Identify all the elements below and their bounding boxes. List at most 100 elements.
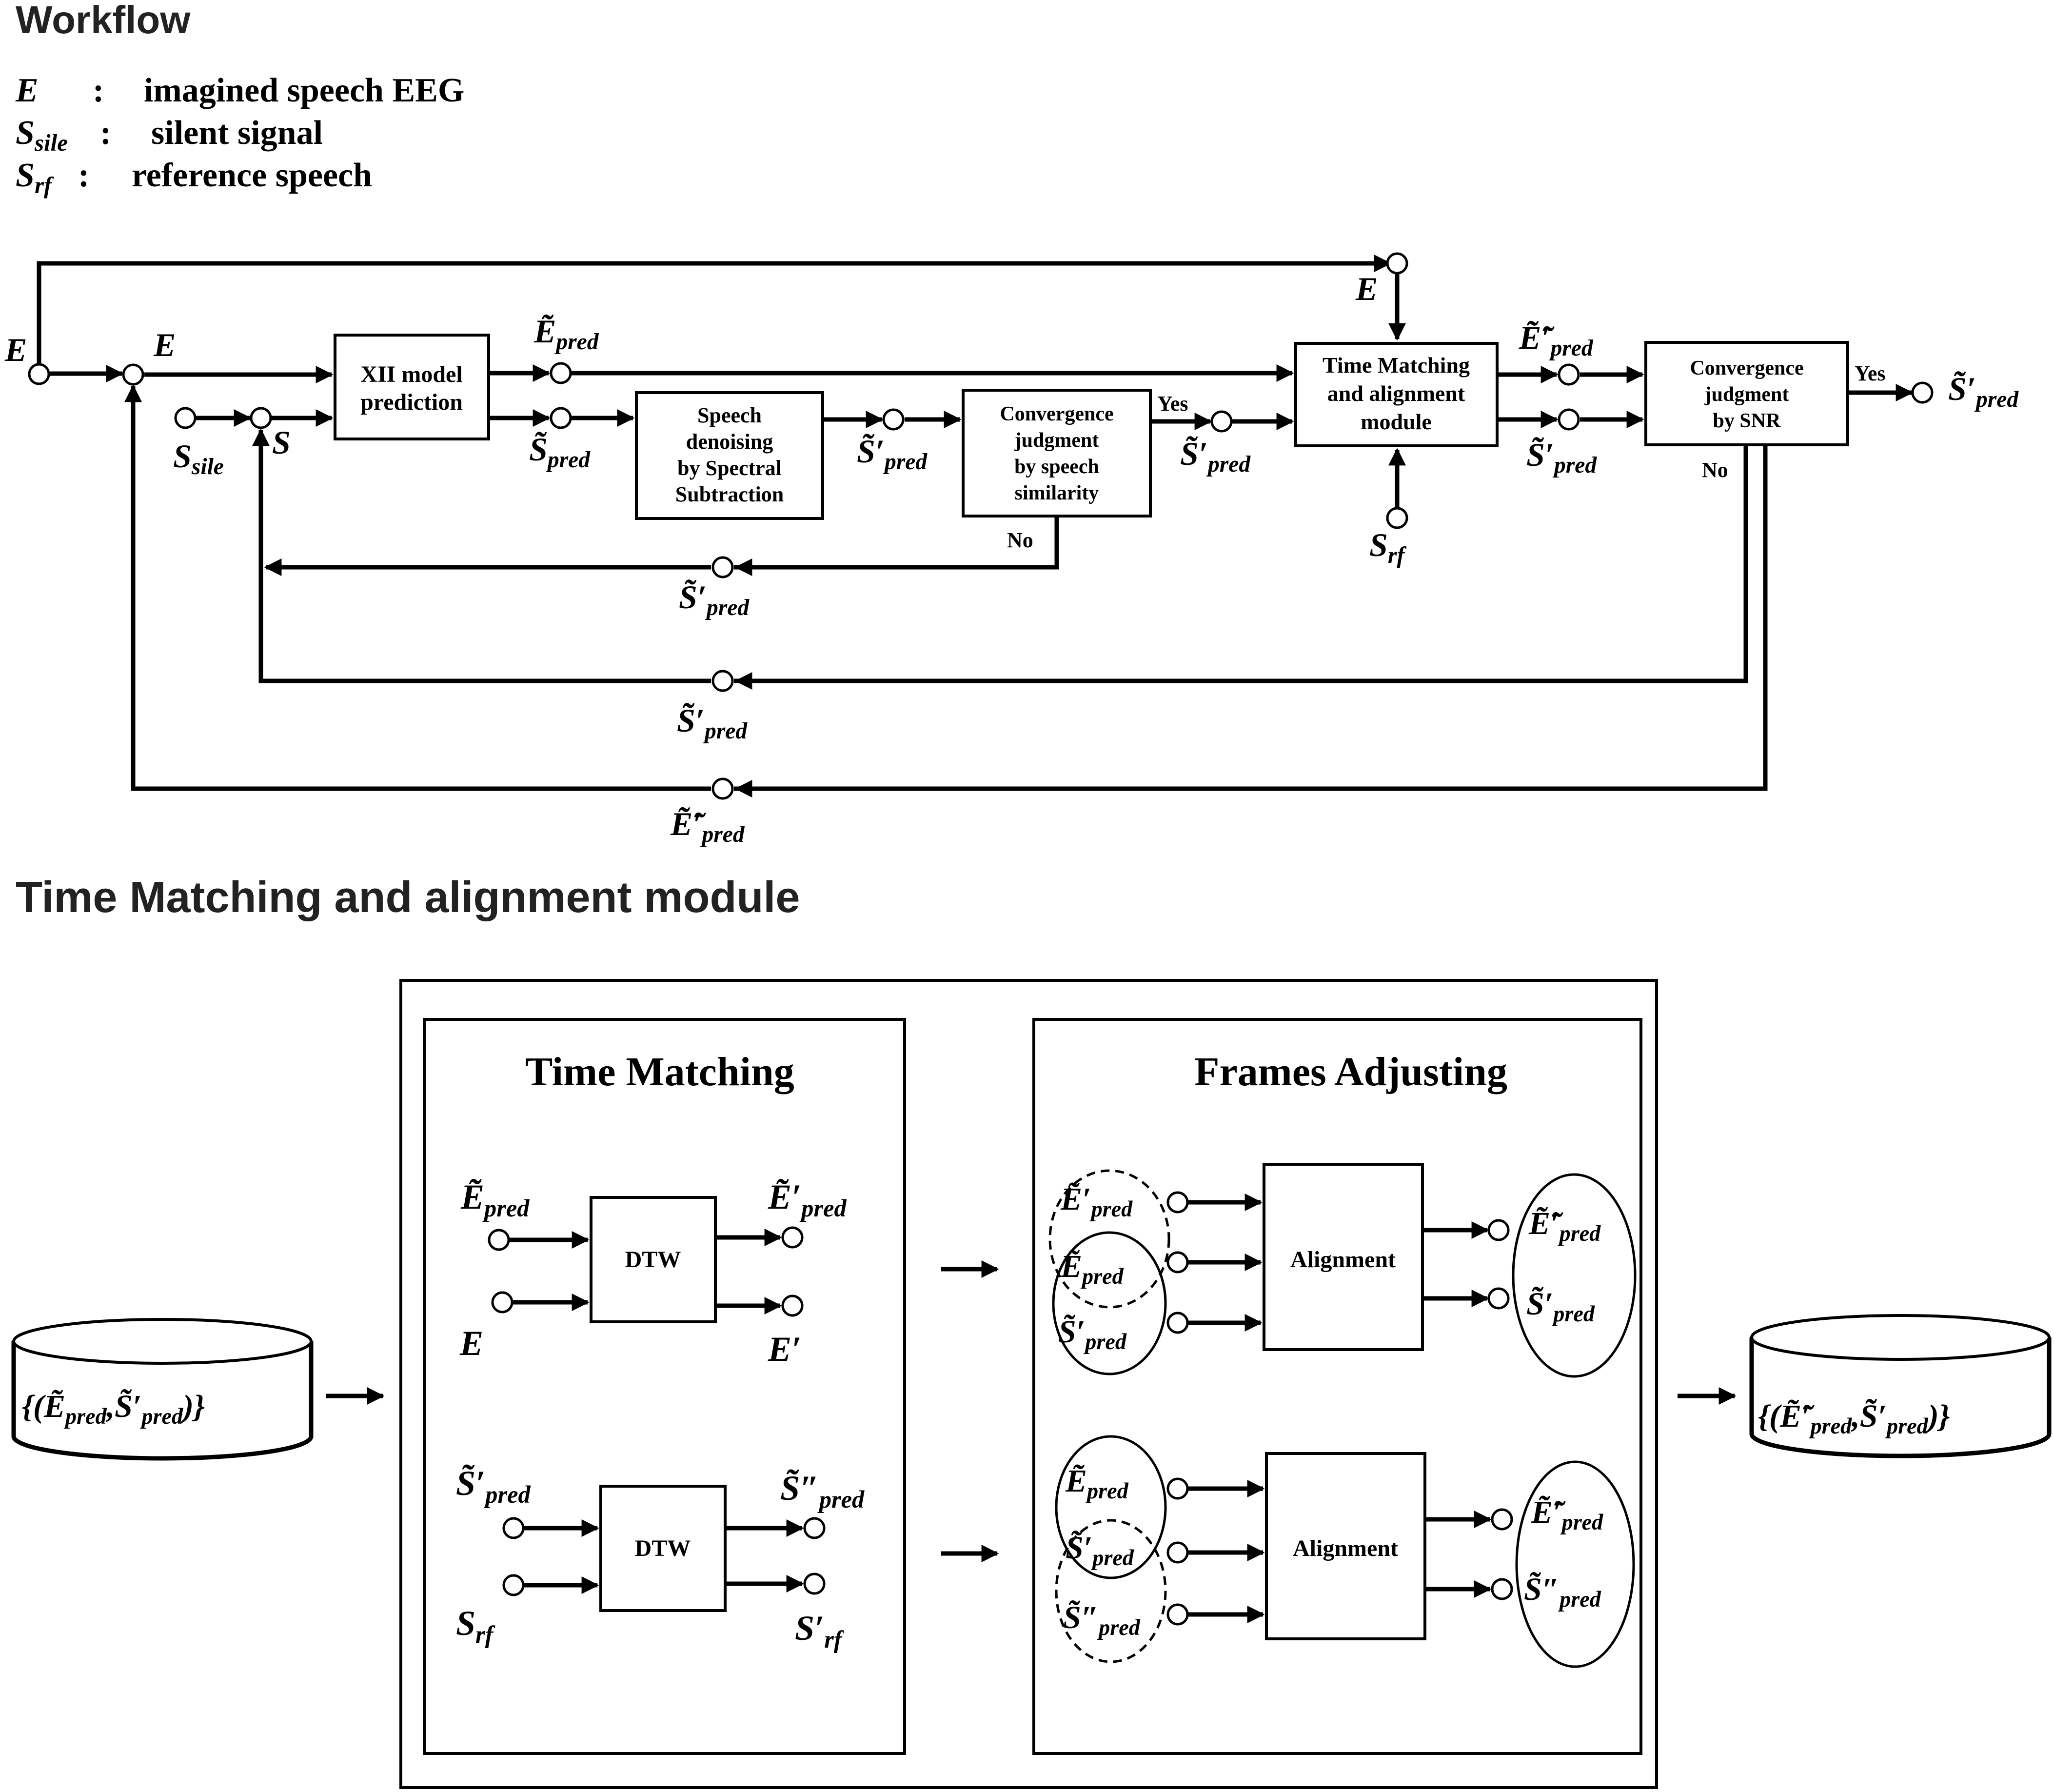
label-feedback-1: S̃′pred xyxy=(679,578,750,620)
fa1-node-out-1 xyxy=(1487,1219,1510,1241)
label-e-junction: E xyxy=(153,326,176,363)
label-feedback-3: Ẽ̃′pred xyxy=(670,805,745,847)
node-e-top xyxy=(1386,252,1408,275)
label-s-sile: Ssile xyxy=(173,438,224,479)
node-yes-out xyxy=(1210,410,1233,433)
label-e-input: E xyxy=(4,331,27,368)
fa2-label-e-pred: Ẽpred xyxy=(1065,1463,1129,1503)
dtw1-node-out-1 xyxy=(781,1226,804,1249)
legend-colon-s-sile: : xyxy=(100,114,111,152)
fa1-label-out-e: Ẽ̃′pred xyxy=(1528,1206,1601,1246)
xii-model-box xyxy=(334,334,490,440)
node-output xyxy=(1911,381,1934,404)
dtw1-node-in-2 xyxy=(491,1291,514,1314)
top-bypass-line xyxy=(37,255,1392,364)
dtw1-node-out-2 xyxy=(781,1294,804,1317)
fa2-label-out-e: Ẽ̃′pred xyxy=(1531,1494,1603,1534)
convergence-snr-box xyxy=(1644,341,1849,446)
dtw-label-2: DTW xyxy=(635,1535,691,1561)
legend-colon-s-rf: : xyxy=(78,157,89,194)
legend-desc-e: imagined speech EEG xyxy=(144,72,464,109)
label-yes-snr: Yes xyxy=(1855,361,1886,385)
fa2-node-out-1 xyxy=(1491,1508,1513,1531)
dtw1-node-in-1 xyxy=(488,1229,510,1251)
dtw-label-1: DTW xyxy=(625,1247,681,1273)
input-database-label: {(Ẽpred,S̃′pred)} xyxy=(22,1389,205,1429)
fa2-solid-group xyxy=(1055,1435,1167,1579)
node-denoise-out xyxy=(882,408,905,431)
dtw-box-1 xyxy=(590,1196,717,1323)
dtw2-node-in-2 xyxy=(502,1574,525,1596)
fa2-label-s-pred-pp: S̃″pred xyxy=(1063,1600,1141,1640)
fa1-label-out-s: S̃̃′pred xyxy=(1526,1286,1595,1326)
fa2-dashed-group xyxy=(1055,1519,1167,1663)
label-s-pred-output: S̃̃′pred xyxy=(1948,370,2019,412)
frames-adjusting-title: Frames Adjusting xyxy=(1194,1049,1507,1095)
tm-label-s-pred-p: S̃′pred xyxy=(456,1464,531,1508)
fa2-node-in-2 xyxy=(1166,1541,1189,1564)
alignment-box-2 xyxy=(1265,1452,1426,1640)
module-outer-frame xyxy=(399,979,1658,1789)
fa2-label-s-pred-p: S̃′pred xyxy=(1066,1530,1134,1570)
fa1-node-in-2 xyxy=(1166,1251,1189,1274)
dtw2-node-in-1 xyxy=(502,1517,525,1539)
label-e-pred-pp: Ẽ̃′pred xyxy=(1519,319,1594,361)
dtw-box-2 xyxy=(599,1485,727,1612)
output-database: {(Ẽ̃′pred,S̃̃′pred)} xyxy=(1749,1314,2052,1458)
tm-label-s-rf: Srf xyxy=(456,1604,495,1648)
fa1-dashed-group xyxy=(1048,1169,1170,1309)
legend-symbol-e: E xyxy=(15,72,39,109)
label-s-pred-denoised: S̃′pred xyxy=(857,433,928,475)
module-title: Time Matching and alignment module xyxy=(16,873,800,922)
label-no-snr: No xyxy=(1702,458,1728,482)
fa1-node-out-2 xyxy=(1487,1287,1510,1310)
legend-symbol-s-rf: Srf xyxy=(16,157,54,199)
label-s-pred-yes: S̃′pred xyxy=(1180,435,1251,477)
fa1-output-group xyxy=(1512,1173,1637,1378)
tm-label-e-p: E′ xyxy=(768,1330,801,1369)
time-matching-title: Time Matching xyxy=(525,1049,794,1095)
label-s-pred-pp: S̃̃′pred xyxy=(1526,436,1597,478)
fa2-output-group xyxy=(1515,1460,1635,1668)
time-matching-module-box xyxy=(1294,342,1499,447)
fa1-label-s-pred-p: S̃′pred xyxy=(1058,1314,1127,1354)
node-epred xyxy=(550,362,572,384)
alignment-box-1 xyxy=(1263,1163,1424,1351)
fa2-node-in-1 xyxy=(1166,1477,1189,1500)
module: Time Matching Frames Adjusting DTW DTW Ẽ… xyxy=(11,979,2052,1789)
label-s: S xyxy=(272,424,291,461)
node-feedback-1 xyxy=(711,556,734,578)
node-epred-pp xyxy=(1558,363,1580,386)
feedback-loop-2-return xyxy=(252,428,711,683)
alignment-label-2: Alignment xyxy=(1293,1535,1398,1561)
tm-label-e-pred: Ẽpred xyxy=(460,1177,530,1222)
fa1-node-in-3 xyxy=(1166,1312,1189,1334)
fa1-label-e-pred-p: Ẽ′pred xyxy=(1060,1181,1133,1221)
tm-label-e: E xyxy=(459,1324,483,1363)
fa1-solid-group xyxy=(1052,1231,1167,1375)
node-spred xyxy=(550,407,572,429)
legend-desc-s-sile: silent signal xyxy=(151,114,323,152)
label-s-rf: Srf xyxy=(1369,526,1406,568)
legend: E : imagined speech EEG Ssile : silent s… xyxy=(15,72,464,199)
fa2-label-out-s: S̃″pred xyxy=(1524,1572,1601,1612)
feedback-loop-3-return xyxy=(124,384,711,791)
label-no-similarity: No xyxy=(1007,528,1033,552)
legend-colon-e: : xyxy=(93,72,104,109)
feedback-loop-1 xyxy=(734,516,1059,570)
legend-symbol-s-sile: Ssile xyxy=(16,114,68,156)
node-feedback-3 xyxy=(711,777,734,800)
node-s-junction xyxy=(250,407,272,429)
node-e-input xyxy=(28,363,50,385)
speech-denoising-box xyxy=(635,391,824,520)
alignment-label-1: Alignment xyxy=(1290,1247,1396,1273)
time-matching-panel xyxy=(423,1018,906,1755)
label-yes-similarity: Yes xyxy=(1157,392,1188,416)
feedback-loop-3 xyxy=(734,445,1768,791)
tm-label-s-rf-p: S′rf xyxy=(795,1609,844,1653)
